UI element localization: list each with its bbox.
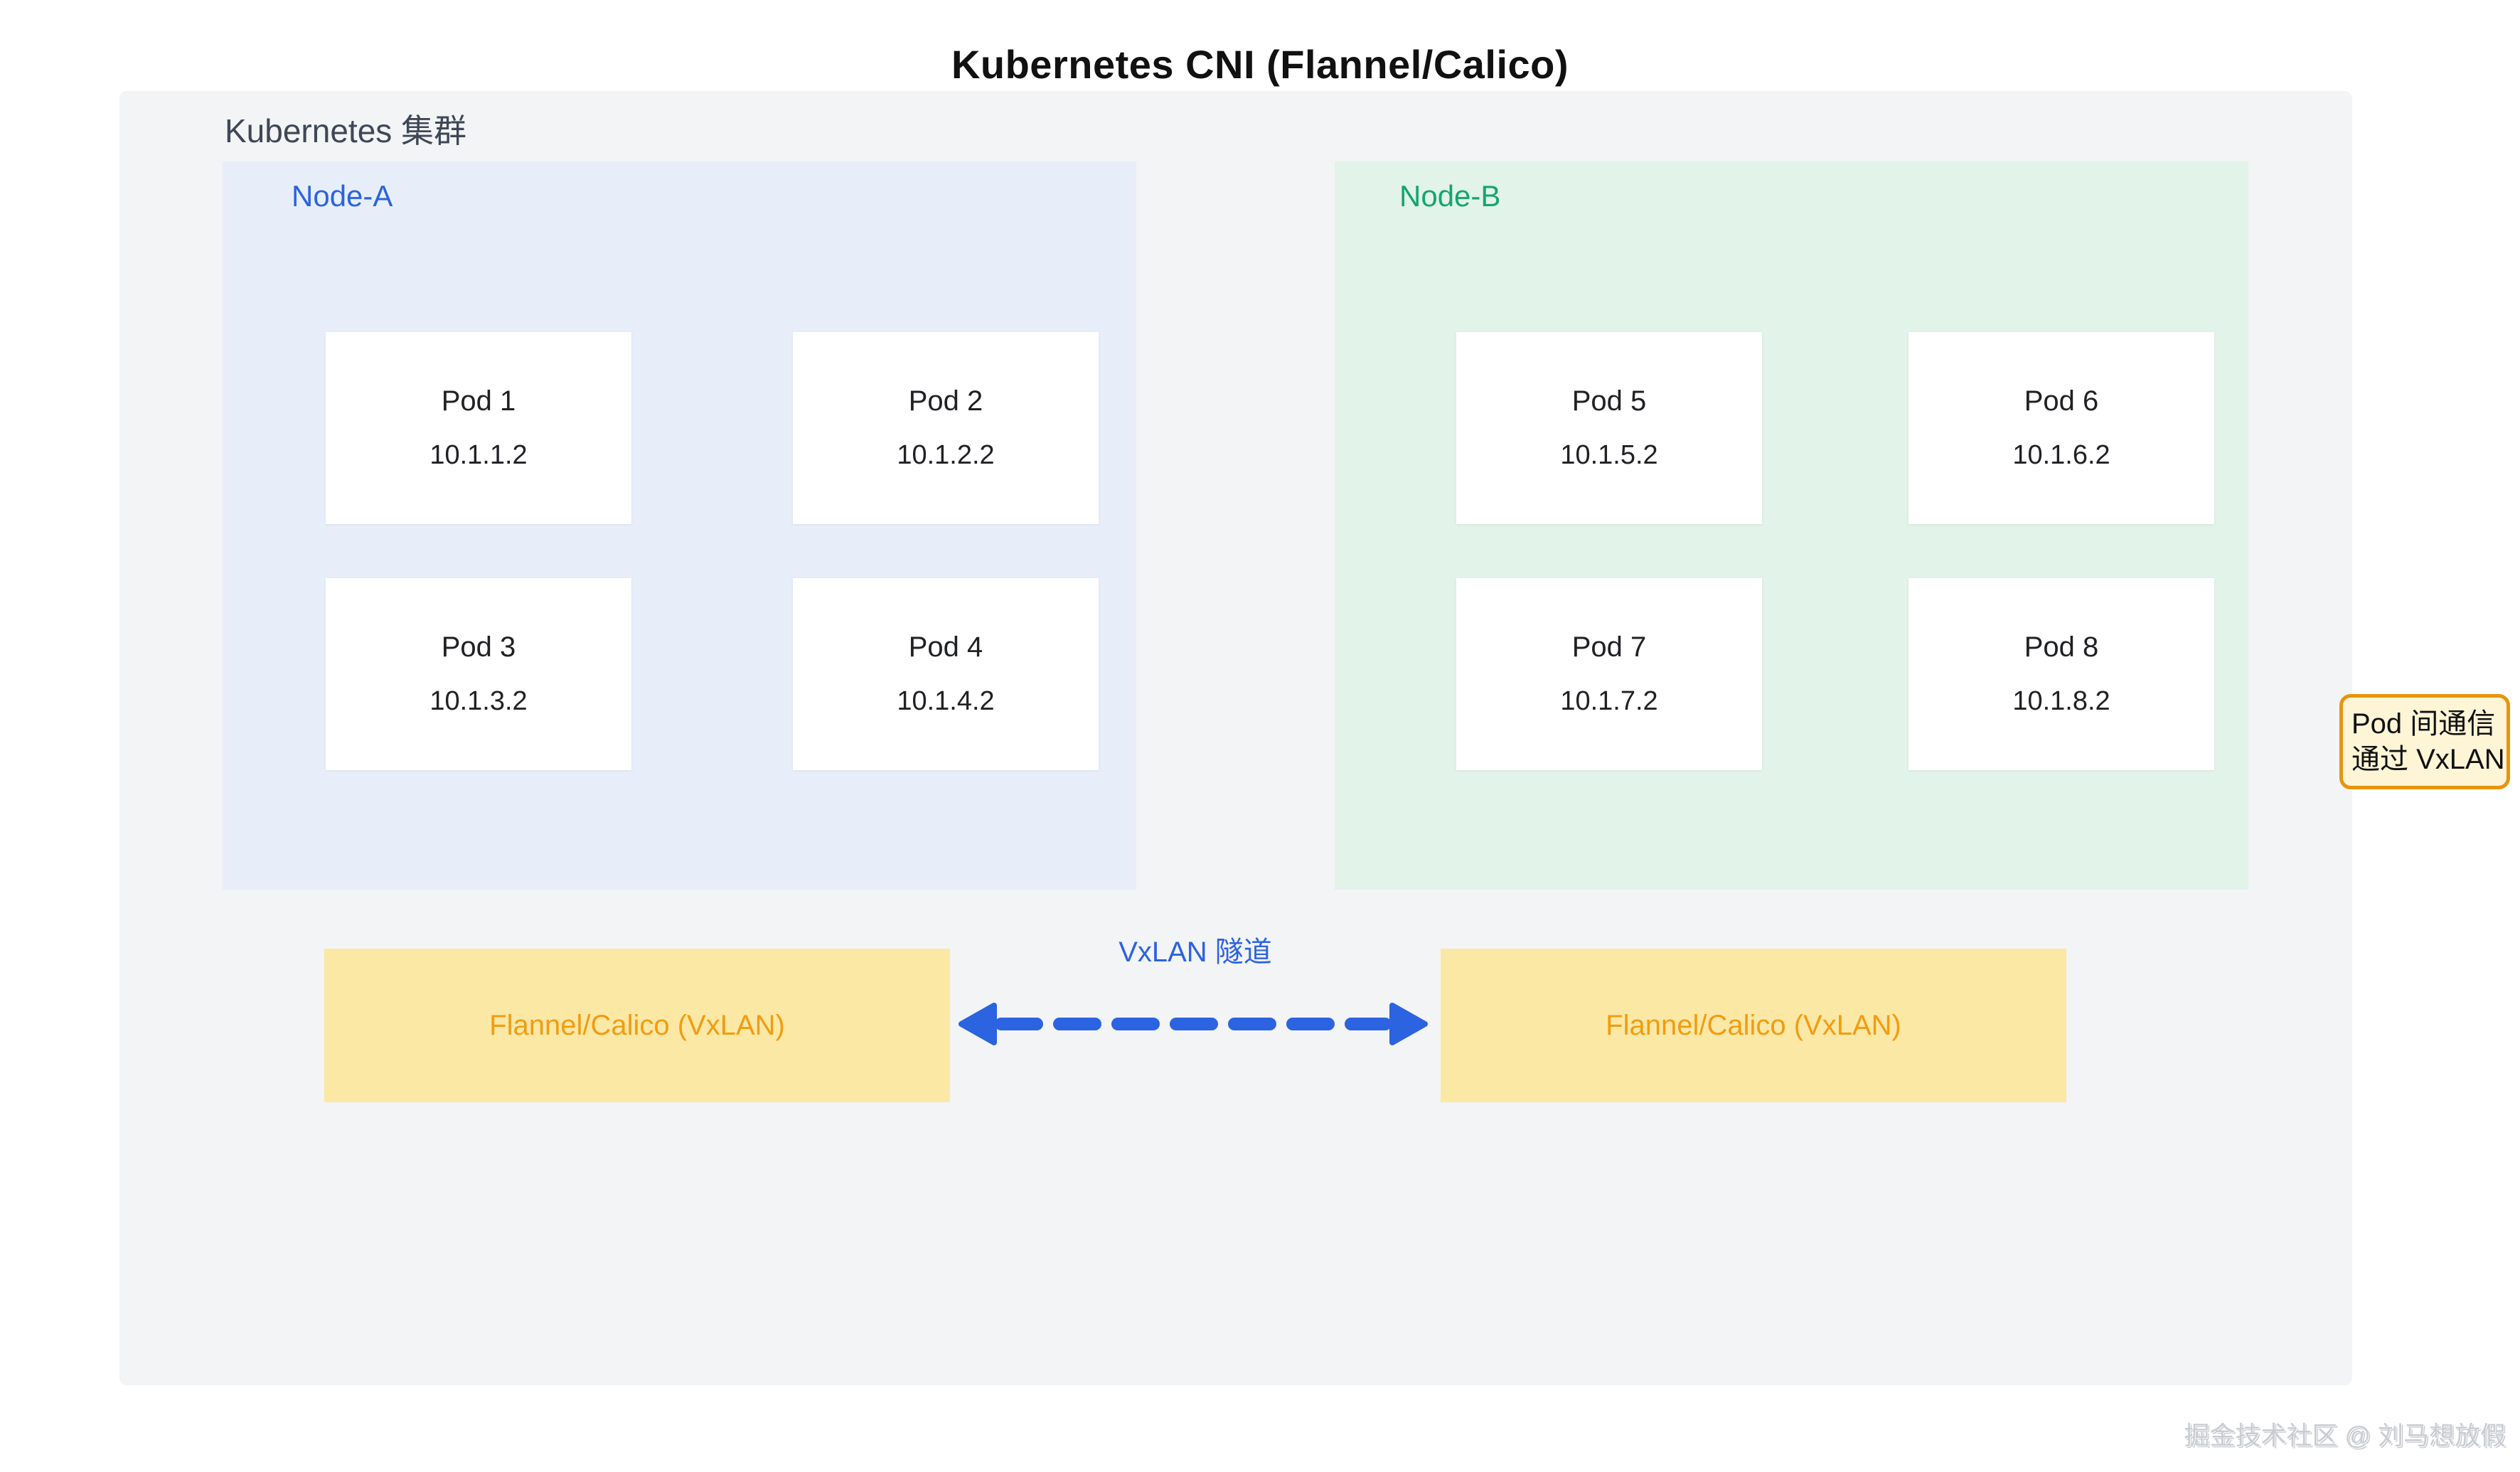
pod-6-name: Pod 6	[2024, 385, 2099, 417]
vxlan-tunnel-arrow	[959, 1003, 1428, 1045]
pod-5-name: Pod 5	[1571, 385, 1647, 417]
node-a-container	[223, 161, 1136, 890]
node-b-container	[1335, 161, 2248, 890]
pod-8-box: Pod 8 10.1.8.2	[1908, 578, 2214, 770]
cni-label-left: Flannel/Calico (VxLAN)	[489, 1009, 785, 1041]
annotation-note-line2: 通过 VxLAN	[2351, 744, 2505, 775]
cni-box-node-a: Flannel/Calico (VxLAN)	[324, 949, 950, 1102]
pod-8-name: Pod 8	[2024, 631, 2099, 663]
pod-2-box: Pod 2 10.1.2.2	[793, 332, 1099, 524]
cni-label-right: Flannel/Calico (VxLAN)	[1606, 1009, 1901, 1041]
cni-box-node-b: Flannel/Calico (VxLAN)	[1441, 949, 2066, 1102]
pod-3-ip: 10.1.3.2	[429, 686, 528, 716]
pod-7-name: Pod 7	[1571, 631, 1647, 663]
watermark-text: 掘金技术社区 @ 刘马想放假	[2184, 1421, 2506, 1450]
tunnel-arrowhead-right	[1389, 1003, 1428, 1045]
pod-8-ip: 10.1.8.2	[2012, 686, 2110, 716]
page-title: Kubernetes CNI (Flannel/Calico)	[951, 42, 1569, 87]
pod-5-box: Pod 5 10.1.5.2	[1456, 332, 1762, 524]
pod-5-ip: 10.1.5.2	[1560, 440, 1658, 470]
annotation-note: Pod 间通信 通过 VxLAN	[2339, 694, 2510, 789]
pod-4-name: Pod 4	[908, 631, 983, 663]
pod-2-name: Pod 2	[908, 385, 983, 417]
kubernetes-cluster-label: Kubernetes 集群	[225, 112, 467, 149]
pod-3-name: Pod 3	[441, 631, 516, 663]
node-a-label: Node-A	[292, 179, 393, 213]
tunnel-arrowhead-left	[959, 1003, 997, 1045]
vxlan-tunnel-label: VxLAN 隧道	[1118, 937, 1272, 968]
pod-3-box: Pod 3 10.1.3.2	[326, 578, 631, 770]
pod-4-box: Pod 4 10.1.4.2	[793, 578, 1099, 770]
pod-2-ip: 10.1.2.2	[897, 440, 995, 470]
pod-4-ip: 10.1.4.2	[897, 686, 995, 716]
node-b-label: Node-B	[1399, 179, 1501, 213]
pod-7-ip: 10.1.7.2	[1560, 686, 1658, 716]
pod-1-name: Pod 1	[441, 385, 516, 417]
pod-7-box: Pod 7 10.1.7.2	[1456, 578, 1762, 770]
pod-1-ip: 10.1.1.2	[429, 440, 528, 470]
pod-1-box: Pod 1 10.1.1.2	[326, 332, 631, 524]
pod-6-box: Pod 6 10.1.6.2	[1908, 332, 2214, 524]
annotation-note-line1: Pod 间通信	[2351, 708, 2496, 740]
pod-6-ip: 10.1.6.2	[2012, 440, 2110, 470]
